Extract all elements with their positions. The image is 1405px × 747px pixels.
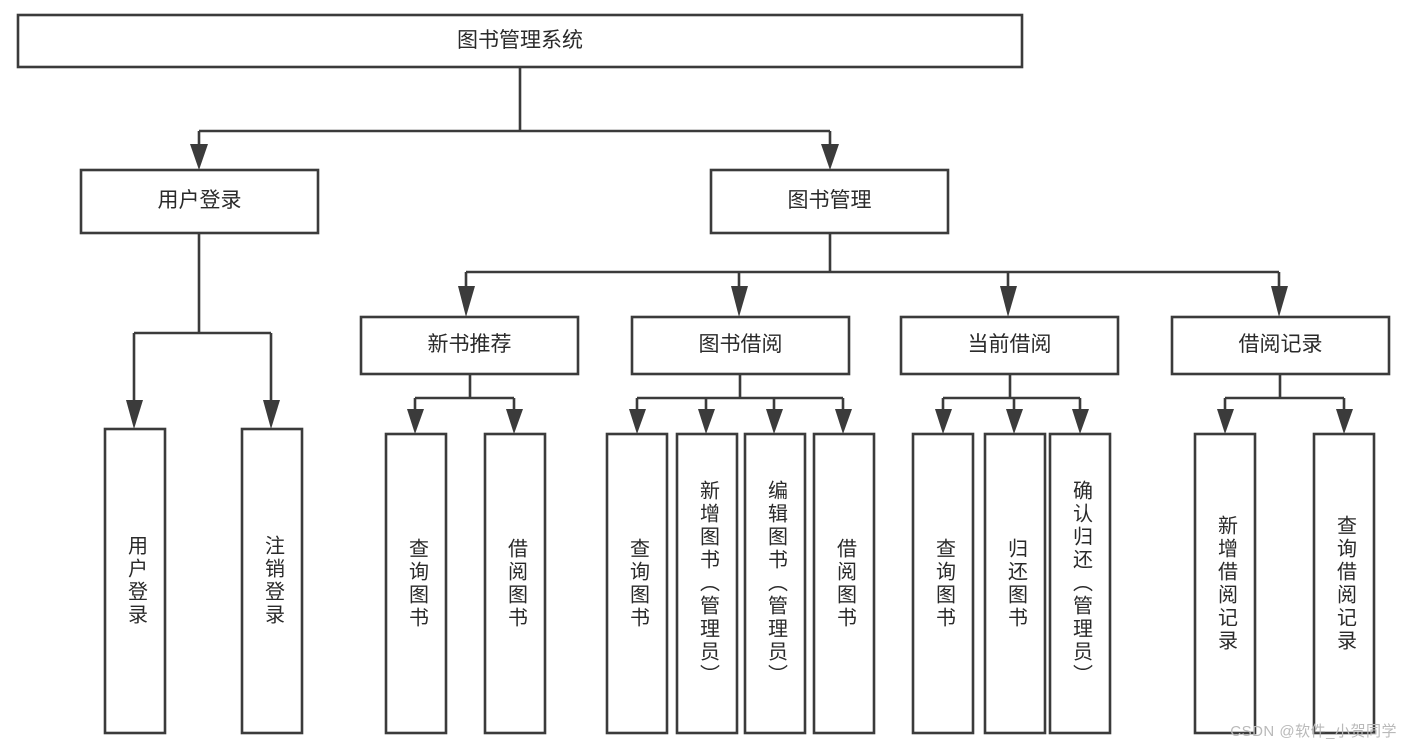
node-box-book-borrow[interactable] — [630, 315, 851, 376]
node-box-current-borrow[interactable] — [899, 315, 1120, 376]
arrow-to-leaf-return-book — [1006, 409, 1023, 434]
node-box-leaf-query-record[interactable] — [1312, 432, 1376, 735]
node-box-leaf-confirm-return[interactable] — [1048, 432, 1112, 735]
node-box-leaf-add-book[interactable] — [675, 432, 739, 735]
connector-userlogin-bus — [132, 233, 273, 400]
connector-borrowrecord-bus — [1223, 374, 1346, 409]
arrow-to-book-manage — [821, 144, 839, 170]
node-box-leaf-borrow-book-1[interactable] — [483, 432, 547, 735]
arrow-to-leaf-add-book — [698, 409, 715, 434]
node-box-leaf-borrow-book-2[interactable] — [812, 432, 876, 735]
node-box-leaf-add-record[interactable] — [1193, 432, 1257, 735]
arrow-to-leaf-query-book-2 — [629, 409, 646, 434]
node-box-new-book-rec[interactable] — [359, 315, 580, 376]
arrow-to-leaf-confirm-return — [1072, 409, 1089, 434]
node-box-leaf-query-book-2[interactable] — [605, 432, 669, 735]
arrow-to-leaf-borrow-book-2 — [835, 409, 852, 434]
arrow-to-leaf-edit-book — [766, 409, 783, 434]
node-box-leaf-user-login[interactable] — [103, 427, 167, 735]
watermark: CSDN @软件_小贺同学 — [1230, 723, 1397, 740]
connector-currentborrow-bus — [941, 374, 1082, 409]
node-box-leaf-return-book[interactable] — [983, 432, 1047, 735]
arrow-to-leaf-query-book-3 — [935, 409, 952, 434]
node-box-root[interactable] — [16, 13, 1024, 69]
arrow-to-leaf-add-record — [1217, 409, 1234, 434]
connector-newbook-bus — [413, 374, 516, 409]
node-box-leaf-logout[interactable] — [240, 427, 304, 735]
connector-root-bus — [197, 67, 832, 144]
arrow-to-leaf-user-login — [126, 400, 143, 429]
node-box-group — [16, 13, 1391, 735]
connector-bookmanage-bus — [464, 233, 1281, 286]
arrow-to-user-login — [190, 144, 208, 170]
node-box-user-login[interactable] — [79, 168, 320, 235]
node-box-leaf-edit-book[interactable] — [743, 432, 807, 735]
arrow-to-leaf-query-record — [1336, 409, 1353, 434]
arrow-to-leaf-logout — [263, 400, 280, 429]
node-box-leaf-query-book-1[interactable] — [384, 432, 448, 735]
node-box-book-manage[interactable] — [709, 168, 950, 235]
arrow-to-current-borrow — [1000, 286, 1017, 317]
arrow-to-new-book-rec — [458, 286, 475, 317]
arrow-to-book-borrow — [731, 286, 748, 317]
node-box-borrow-record[interactable] — [1170, 315, 1391, 376]
connector-bookborrow-bus — [635, 374, 845, 409]
arrow-to-leaf-borrow-book-1 — [506, 409, 523, 434]
arrow-to-borrow-record — [1271, 286, 1288, 317]
connector-group — [132, 67, 1346, 409]
arrowhead-group — [126, 144, 1353, 434]
arrow-to-leaf-query-book-1 — [407, 409, 424, 434]
node-box-leaf-query-book-3[interactable] — [911, 432, 975, 735]
